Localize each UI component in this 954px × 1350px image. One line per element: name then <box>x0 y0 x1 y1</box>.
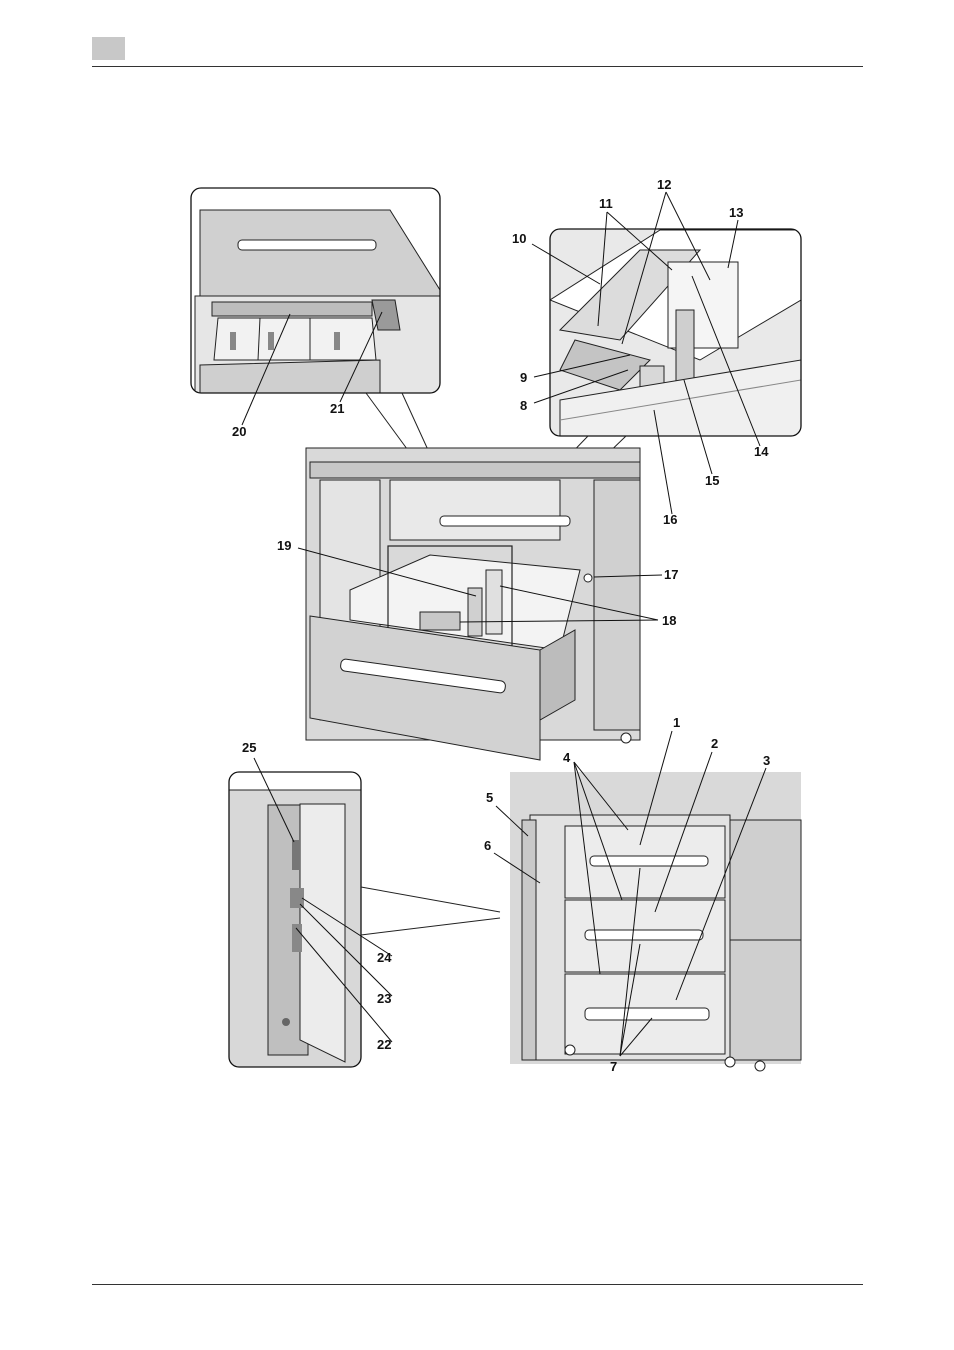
callout-13: 13 <box>729 206 743 220</box>
callout-19: 19 <box>277 539 291 553</box>
detail-door-inset <box>229 772 361 1067</box>
callout-20: 20 <box>232 425 246 439</box>
callout-6: 6 <box>484 839 491 853</box>
callout-15: 15 <box>705 474 719 488</box>
callout-23: 23 <box>377 992 391 1006</box>
callout-4: 4 <box>563 751 570 765</box>
callout-21: 21 <box>330 402 344 416</box>
callout-2: 2 <box>711 737 718 751</box>
callout-16: 16 <box>663 513 677 527</box>
callout-9: 9 <box>520 371 527 385</box>
callout-5: 5 <box>486 791 493 805</box>
callout-24: 24 <box>377 951 391 965</box>
detail-cover-inset <box>191 188 440 393</box>
callout-8: 8 <box>520 399 527 413</box>
callout-25: 25 <box>242 741 256 755</box>
machine-front-trays <box>510 772 801 1071</box>
callout-7: 7 <box>610 1060 617 1074</box>
callout-17: 17 <box>664 568 678 582</box>
machine-open-drawer <box>306 448 640 760</box>
detail-tray-guides-inset <box>550 229 801 436</box>
callout-22: 22 <box>377 1038 391 1052</box>
callout-18: 18 <box>662 614 676 628</box>
callout-3: 3 <box>763 754 770 768</box>
callout-12: 12 <box>657 178 671 192</box>
callout-1: 1 <box>673 716 680 730</box>
callout-11: 11 <box>599 197 613 211</box>
callout-14: 14 <box>754 445 768 459</box>
callout-10: 10 <box>512 232 526 246</box>
